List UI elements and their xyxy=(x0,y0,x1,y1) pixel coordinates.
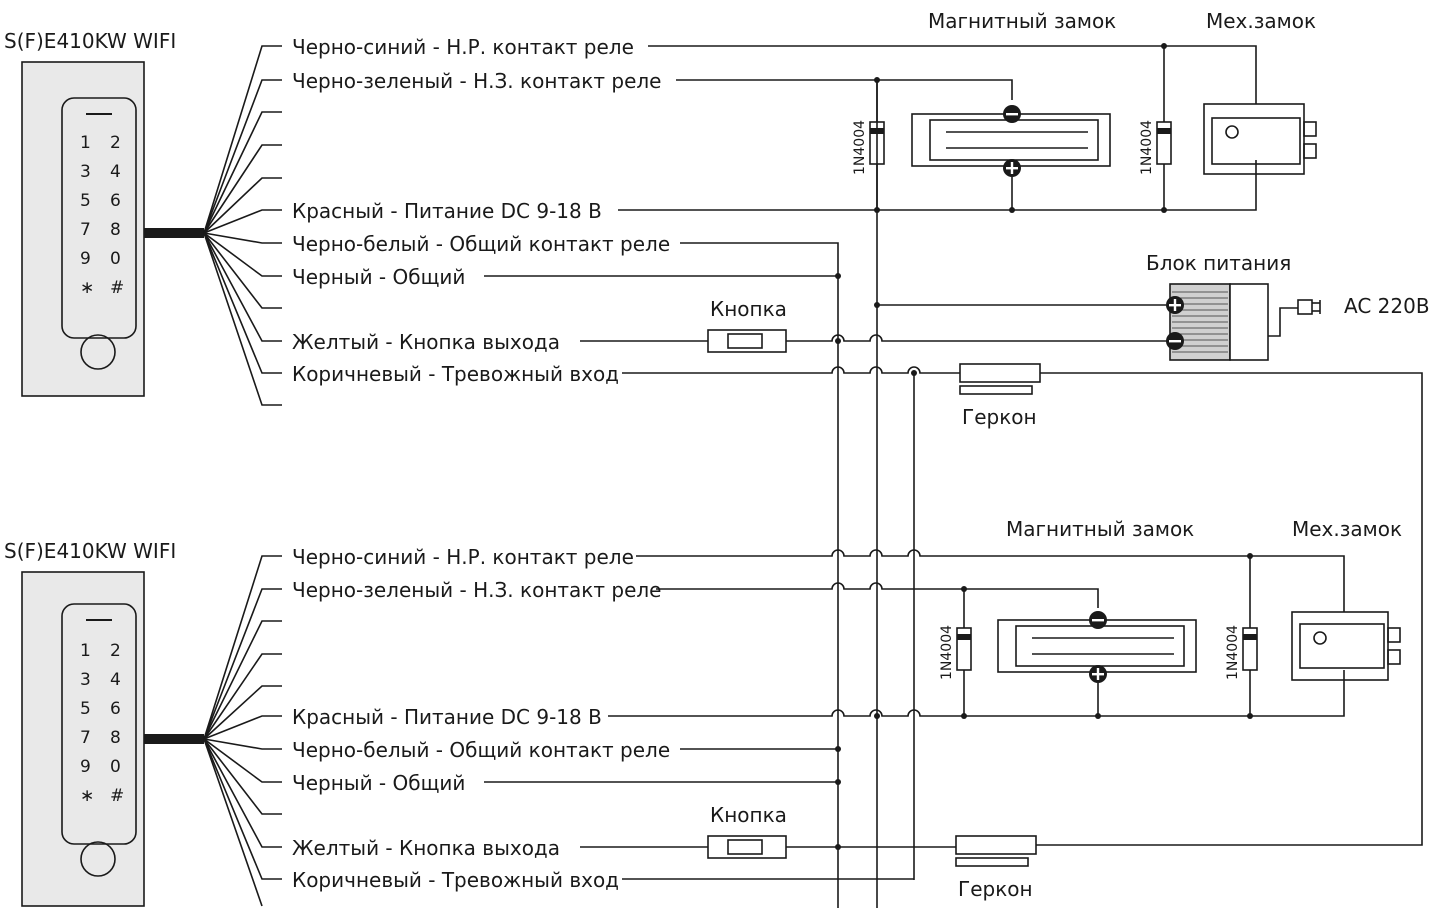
wire-bottom-exit: Желтый - Кнопка выхода xyxy=(292,836,560,860)
svg-text:AC 220В: AC 220В xyxy=(1344,294,1430,318)
svg-text:7: 7 xyxy=(80,220,91,240)
svg-text:2: 2 xyxy=(110,133,121,153)
svg-text:8: 8 xyxy=(110,220,121,240)
svg-text:Мех.замок: Мех.замок xyxy=(1292,517,1402,541)
svg-text:5: 5 xyxy=(80,191,91,211)
wires-bottom-horizontal xyxy=(484,549,1345,880)
svg-text:2: 2 xyxy=(110,641,121,661)
svg-text:Геркон: Геркон xyxy=(958,877,1033,901)
wire-top-nc-green: Черно-зеленый - Н.З. контакт реле xyxy=(292,69,661,93)
reader-top-model: S(F)E410KW WIFI xyxy=(4,29,176,53)
cable-top xyxy=(144,228,204,238)
diode-top-1: 1N4004 xyxy=(852,80,885,210)
svg-text:Магнитный замок: Магнитный замок xyxy=(1006,517,1194,541)
svg-text:1N4004: 1N4004 xyxy=(1225,625,1241,680)
svg-text:7: 7 xyxy=(80,728,91,748)
cable-bottom xyxy=(144,734,204,744)
exit-button-bottom: Кнопка xyxy=(707,803,787,859)
svg-text:6: 6 xyxy=(110,699,121,719)
reader-bottom-model: S(F)E410KW WIFI xyxy=(4,539,176,563)
svg-text:8: 8 xyxy=(110,728,121,748)
power-supply: Блок питания AC 220В xyxy=(877,251,1430,361)
reed-switch-top: Геркон xyxy=(959,363,1041,429)
svg-text:Блок питания: Блок питания xyxy=(1146,251,1291,275)
mag-lock-top: Магнитный замок xyxy=(911,9,1116,210)
mech-lock-bottom: Мех.замок xyxy=(1291,517,1402,681)
wire-top-com: Черно-белый - Общий контакт реле xyxy=(292,232,670,256)
svg-text:0: 0 xyxy=(110,249,121,269)
svg-text:1: 1 xyxy=(80,641,91,661)
svg-text:1N4004: 1N4004 xyxy=(1139,120,1155,175)
wire-bottom-gnd: Черный - Общий xyxy=(292,771,465,795)
svg-text:9: 9 xyxy=(80,757,91,777)
svg-text:1N4004: 1N4004 xyxy=(852,120,868,175)
svg-text:0: 0 xyxy=(110,757,121,777)
wire-bottom-com: Черно-белый - Общий контакт реле xyxy=(292,738,670,762)
diode-top-2: 1N4004 xyxy=(1139,46,1172,210)
svg-text:4: 4 xyxy=(110,670,121,690)
diode-bottom-1: 1N4004 xyxy=(939,589,972,716)
svg-text:5: 5 xyxy=(80,699,91,719)
reed-switch-bottom: Геркон xyxy=(955,835,1037,901)
wire-bottom-alarm: Коричневый - Тревожный вход xyxy=(292,868,619,892)
wire-top-exit: Желтый - Кнопка выхода xyxy=(292,330,560,354)
svg-text:3: 3 xyxy=(80,162,91,182)
svg-text:1: 1 xyxy=(80,133,91,153)
junctions-top xyxy=(835,43,1167,376)
svg-text:6: 6 xyxy=(110,191,121,211)
svg-text:4: 4 xyxy=(110,162,121,182)
svg-text:#: # xyxy=(110,278,124,298)
mech-lock-top: Мех.замок xyxy=(1203,9,1317,175)
reader-top-fingerprint xyxy=(80,334,116,370)
reader-bottom-fingerprint xyxy=(80,841,116,877)
svg-text:Кнопка: Кнопка xyxy=(710,297,787,321)
wire-bottom-nc-green: Черно-зеленый - Н.З. контакт реле xyxy=(292,578,661,602)
wire-bottom-nc-blue: Черно-синий - Н.Р. контакт реле xyxy=(292,545,634,569)
svg-text:#: # xyxy=(110,786,124,806)
wire-bottom-red: Красный - Питание DC 9-18 В xyxy=(292,705,602,729)
svg-text:∗: ∗ xyxy=(80,278,94,298)
svg-text:∗: ∗ xyxy=(80,786,94,806)
wire-top-gnd: Черный - Общий xyxy=(292,265,465,289)
svg-text:1N4004: 1N4004 xyxy=(939,625,955,680)
svg-text:3: 3 xyxy=(80,670,91,690)
wire-fan-bottom xyxy=(203,555,282,907)
diode-bottom-2: 1N4004 xyxy=(1225,556,1258,716)
mag-lock-bottom: Магнитный замок xyxy=(997,517,1197,716)
svg-text:Магнитный замок: Магнитный замок xyxy=(928,9,1116,33)
wire-top-nc-blue: Черно-синий - Н.Р. контакт реле xyxy=(292,35,634,59)
exit-button-top: Кнопка xyxy=(707,297,787,353)
svg-text:Кнопка: Кнопка xyxy=(710,803,787,827)
wire-fan-top xyxy=(203,45,282,406)
svg-text:Мех.замок: Мех.замок xyxy=(1206,9,1316,33)
wire-top-red: Красный - Питание DC 9-18 В xyxy=(292,199,602,223)
junctions-bottom xyxy=(835,553,1253,850)
svg-text:9: 9 xyxy=(80,249,91,269)
wire-top-alarm: Коричневый - Тревожный вход xyxy=(292,362,619,386)
wires-top-horizontal xyxy=(484,45,1423,908)
bus-lines xyxy=(876,80,915,908)
svg-text:Геркон: Геркон xyxy=(962,405,1037,429)
